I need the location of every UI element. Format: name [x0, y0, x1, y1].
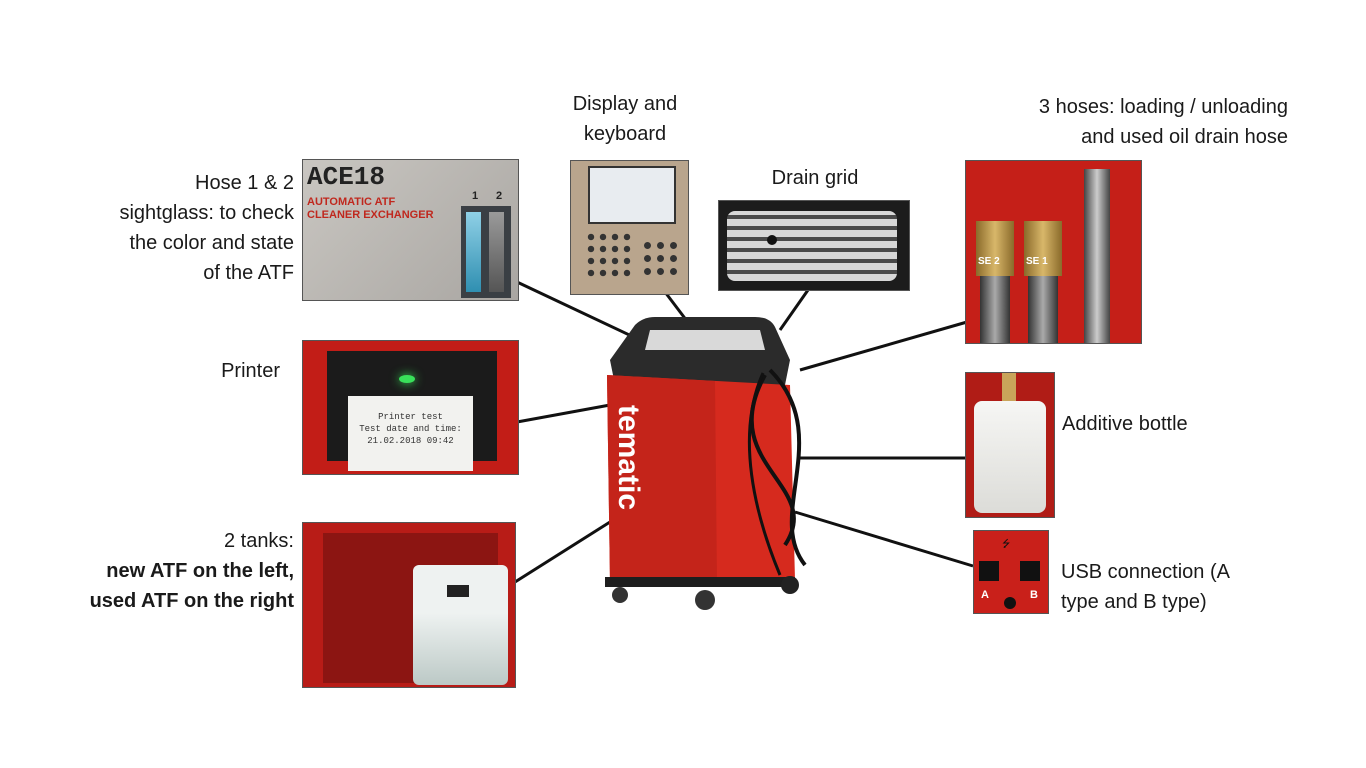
sightglass-tube-panel: [461, 206, 511, 298]
label-line: 2 tanks:: [223, 530, 294, 552]
display-screen: [588, 166, 676, 224]
usb-label-a: A: [981, 589, 989, 601]
sightglass-num-2: 2: [496, 190, 503, 202]
hose-fitting-1: [1028, 276, 1058, 343]
hose-coupler-1: [1024, 221, 1062, 276]
printer-led-icon: [399, 375, 415, 383]
brand-text: tematic: [612, 405, 645, 511]
printer-paper: Printer test Test date and time: 21.02.2…: [348, 396, 473, 471]
sightglass-subtitle: AUTOMATIC ATF CLEANER EXCHANGER: [307, 196, 434, 222]
label-line: 3 hoses: loading / unloading: [1038, 96, 1288, 118]
line-usb: [794, 510, 974, 568]
line-sightglass: [516, 280, 641, 342]
label-drain-grid: Drain grid: [771, 167, 859, 189]
subtitle-line: CLEANER EXCHANGER: [307, 209, 434, 221]
paper-line: Printer test: [378, 412, 443, 422]
hose-tag-2: SE 2: [978, 256, 1000, 267]
nav-buttons: [641, 239, 681, 279]
usb-label-b: B: [1030, 589, 1038, 601]
line-printer: [516, 403, 611, 424]
usb-port-a: [979, 561, 999, 581]
photo-drain-grid: [718, 200, 910, 291]
bottle-cap-fitting: [1002, 373, 1016, 401]
photo-printer: Printer test Test date and time: 21.02.2…: [302, 340, 519, 475]
sightglass-model-text: ACE18: [307, 162, 386, 192]
label-line: type and B type): [1061, 591, 1207, 613]
label-line: new ATF on the left,: [106, 560, 294, 582]
atf-machine: tematic: [595, 315, 820, 615]
paper-line: Test date and time:: [359, 424, 462, 434]
drain-hose-fitting: [1084, 169, 1110, 343]
sightglass-num-1: 1: [472, 190, 479, 202]
label-printer: Printer: [221, 360, 280, 382]
hose-tag-1: SE 1: [1026, 256, 1048, 267]
label-line: used ATF on the right: [89, 590, 294, 612]
label-line: the color and state: [129, 232, 294, 254]
label-usb: USB connection (A type and B type): [1061, 557, 1291, 617]
brand-logo: tematic: [607, 405, 647, 555]
additive-bottle: [974, 401, 1046, 513]
usb-port-b: [1020, 561, 1040, 581]
sightglass-tube-2: [489, 212, 504, 292]
tank-container: [413, 565, 508, 685]
tank-label: [447, 585, 469, 597]
usb-icon: ⭍: [1002, 539, 1011, 550]
label-display-keyboard: Display and keyboard: [555, 89, 695, 149]
label-line: of the ATF: [203, 262, 294, 284]
photo-tanks: [302, 522, 516, 688]
drain-grid-plate: [727, 211, 897, 281]
label-line: sightglass: to check: [119, 202, 294, 224]
photo-usb: ⭍ A B: [973, 530, 1049, 614]
label-line: keyboard: [583, 123, 667, 145]
photo-sightglass: ACE18 AUTOMATIC ATF CLEANER EXCHANGER 1 …: [302, 159, 519, 301]
line-tanks: [514, 520, 611, 584]
label-tanks: 2 tanks: new ATF on the left, used ATF o…: [50, 526, 294, 616]
machine-drawing: [605, 317, 807, 610]
label-line: and used oil drain hose: [1081, 126, 1288, 148]
label-additive-bottle: Additive bottle: [1062, 413, 1188, 435]
label-hoses: 3 hoses: loading / unloading and used oi…: [960, 92, 1288, 152]
subtitle-line: AUTOMATIC ATF: [307, 196, 396, 208]
sightglass-tube-1: [466, 212, 481, 292]
usb-screw: [1004, 597, 1016, 609]
label-line: USB connection (A: [1061, 561, 1230, 583]
drain-hole-icon: [767, 235, 777, 245]
photo-additive-bottle: [965, 372, 1055, 518]
keypad: [585, 231, 633, 279]
paper-line: 21.02.2018 09:42: [367, 436, 454, 446]
hose-coupler-2: [976, 221, 1014, 276]
photo-hoses: SE 2 SE 1: [965, 160, 1142, 344]
line-drain-grid: [778, 289, 810, 331]
hose-fitting-2: [980, 276, 1010, 343]
label-hose-sightglass: Hose 1 & 2 sightglass: to check the colo…: [60, 168, 294, 288]
label-line: Hose 1 & 2: [195, 172, 294, 194]
label-line: Display and: [572, 93, 678, 115]
photo-display-keyboard: [570, 160, 689, 295]
line-hoses: [799, 320, 968, 372]
